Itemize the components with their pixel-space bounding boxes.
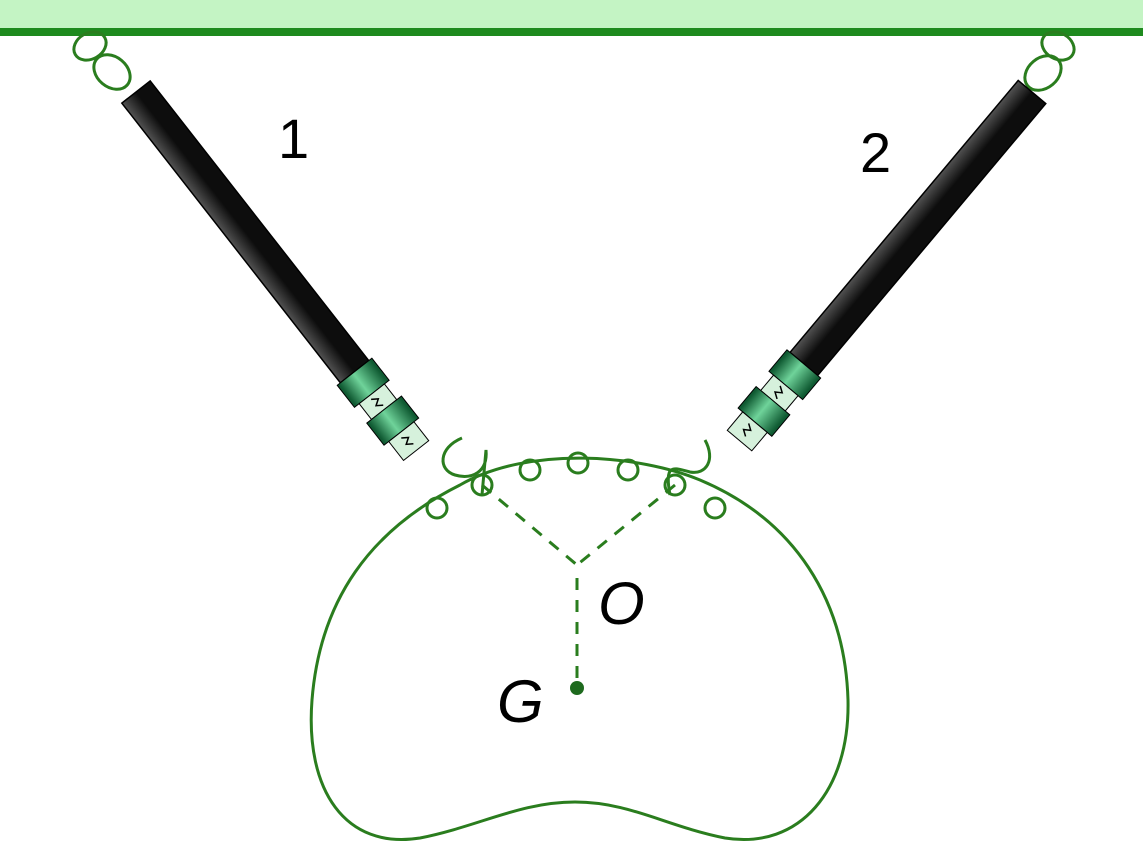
spring-clip-icon	[371, 398, 384, 407]
point-g-label: G	[497, 668, 544, 735]
ceiling-edge	[0, 28, 1143, 36]
strap-cylinder-icon	[726, 79, 1047, 452]
right-hook	[666, 439, 712, 496]
hook-loop-icon	[72, 30, 132, 91]
point-o-label: O	[598, 570, 645, 637]
ceiling	[0, 0, 1143, 33]
strap-2-label: 2	[860, 121, 891, 184]
spring-clip-icon	[742, 423, 752, 437]
strap-cylinder-icon	[120, 79, 430, 462]
strap-1-label: 1	[278, 107, 309, 170]
dashed-lines	[481, 483, 676, 688]
attachment-loops	[425, 451, 727, 520]
left-hook	[441, 436, 488, 496]
spring-clip-icon	[773, 385, 784, 400]
spring-clip-icon	[401, 436, 414, 446]
hook-loop-icon	[1023, 30, 1076, 92]
point-g-dot	[570, 681, 584, 695]
body-outline	[309, 456, 850, 841]
